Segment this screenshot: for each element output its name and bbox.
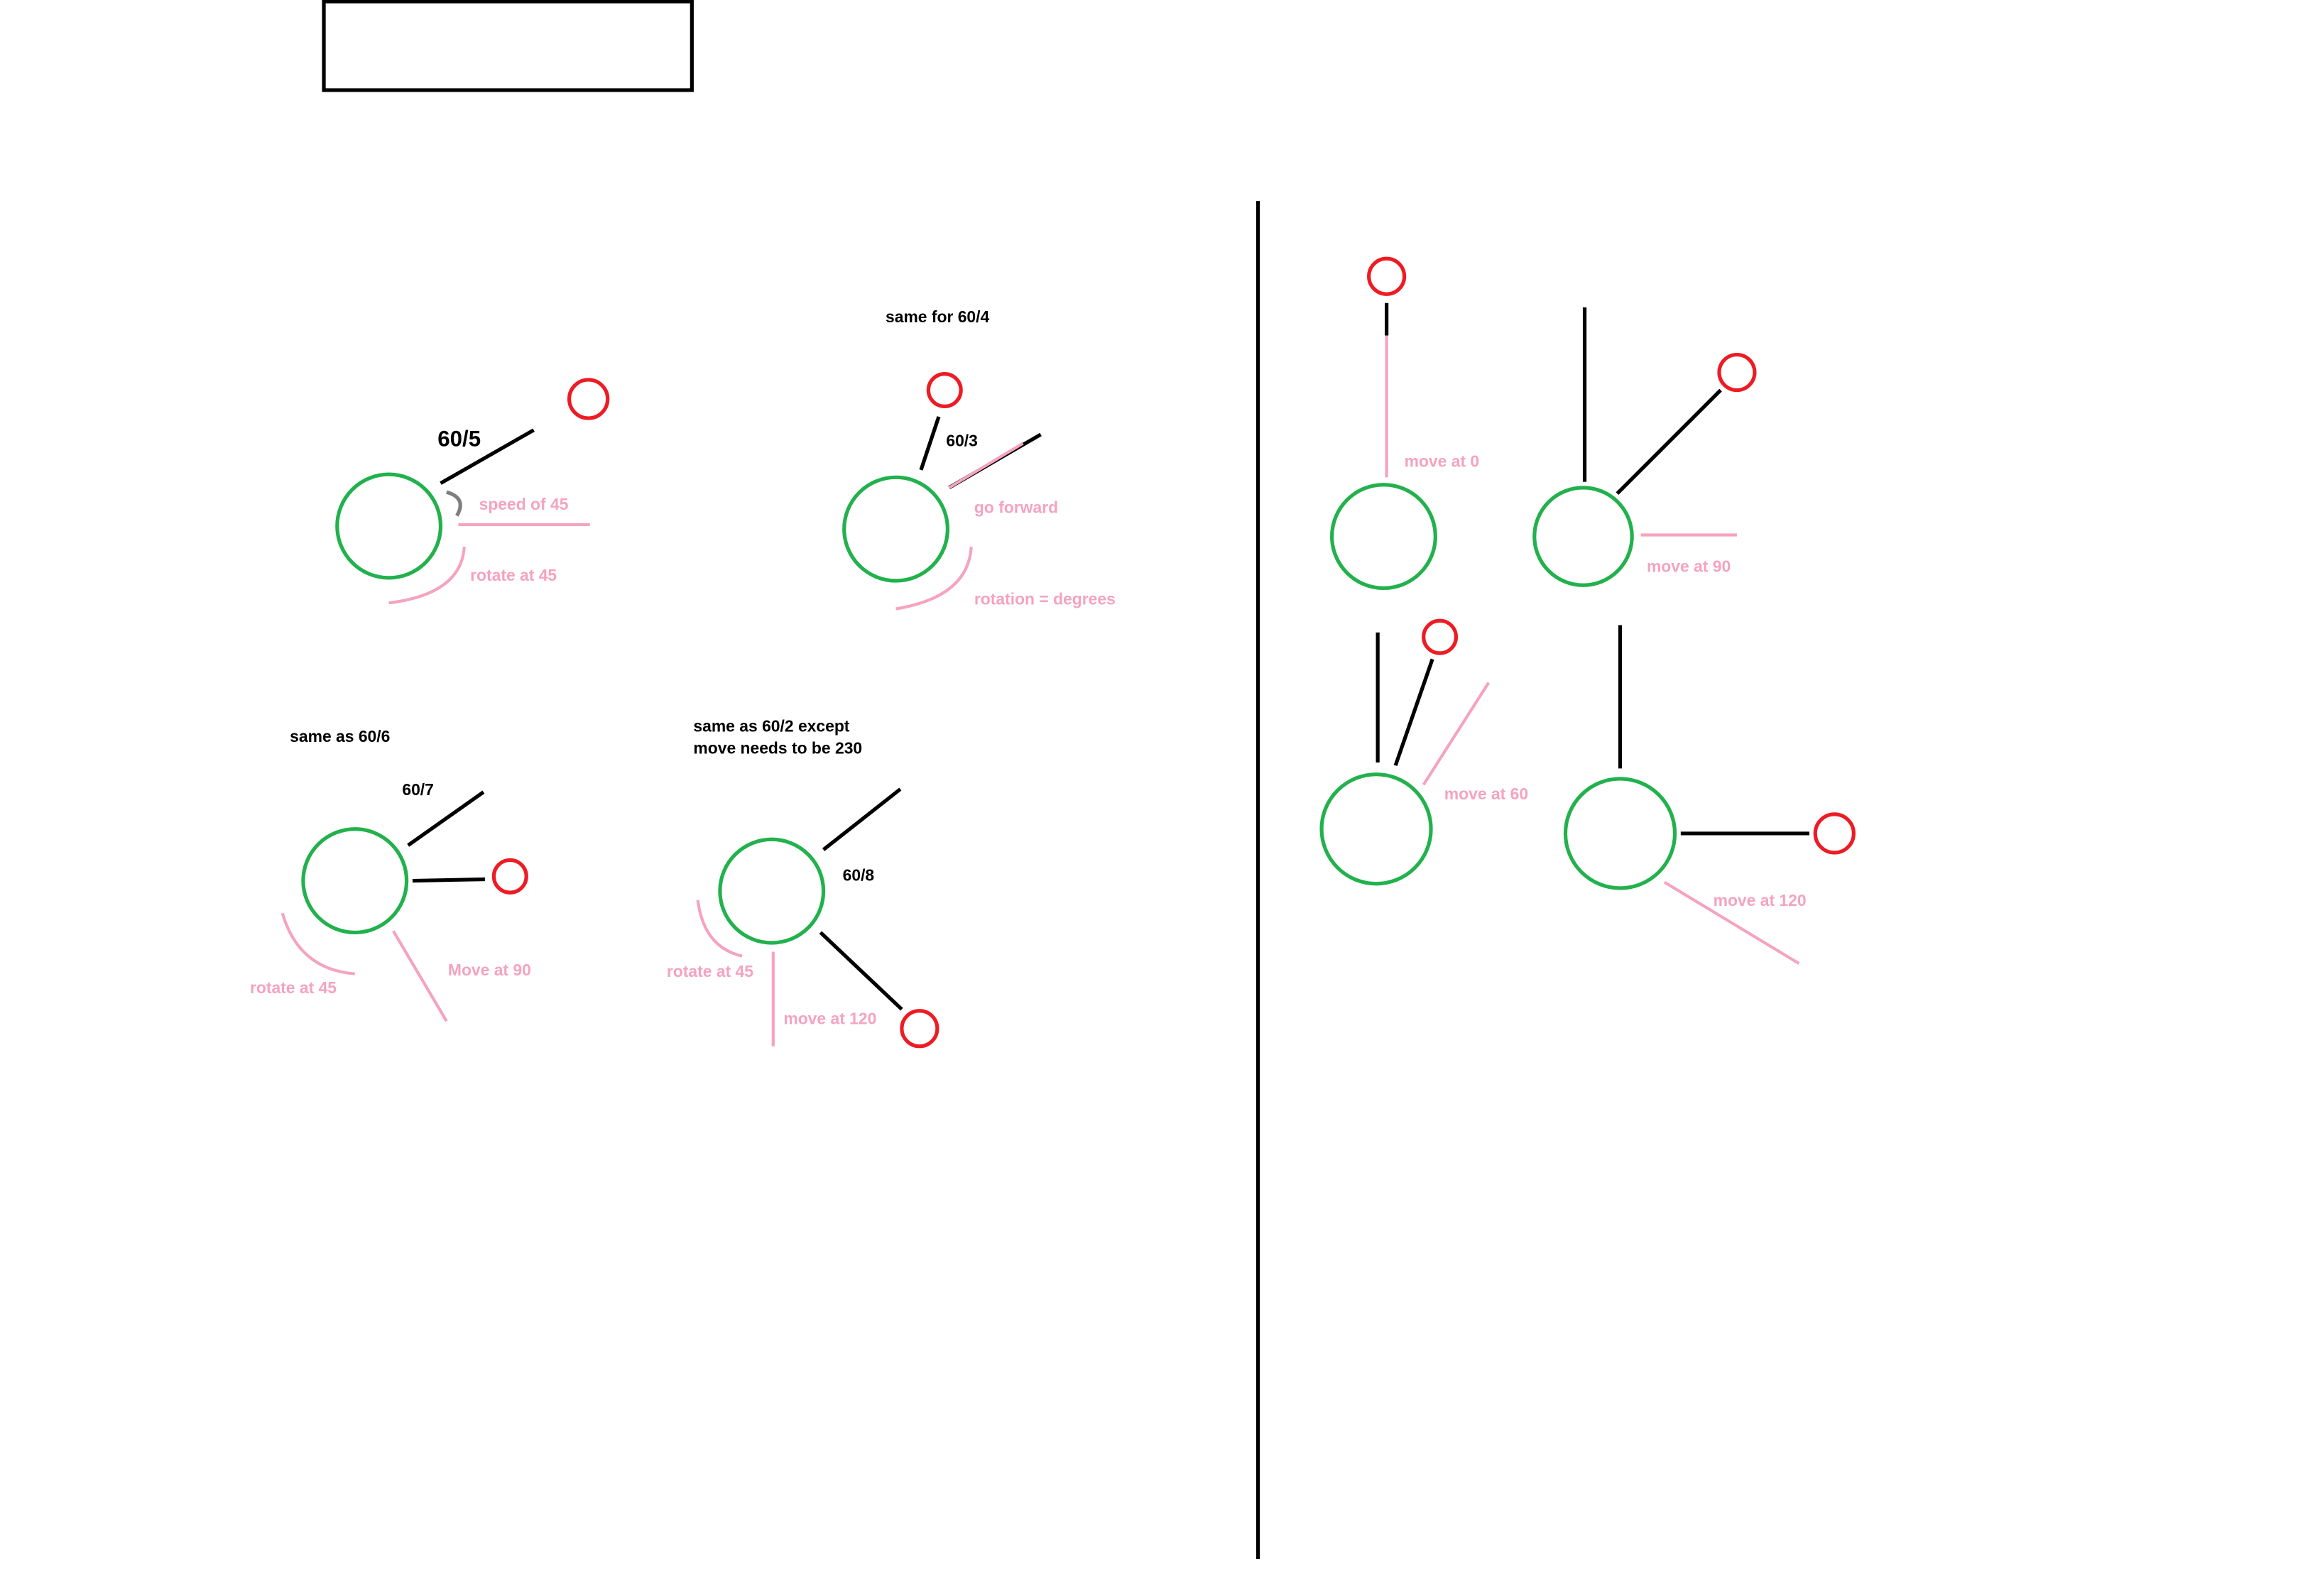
target-circle: [900, 1009, 939, 1049]
header-line-1: same as 60/2 except: [693, 716, 849, 735]
title-60-7: 60/7: [402, 780, 434, 799]
rotation-label: rotation = degrees: [974, 589, 1116, 608]
move-at-90-label: move at 90: [1647, 557, 1731, 576]
move-at-60-label: move at 60: [1444, 785, 1528, 803]
move-line: [392, 930, 448, 1022]
direction-line: [440, 428, 535, 485]
robot-circle: [1532, 486, 1634, 587]
speed-label: speed of 45: [479, 495, 569, 513]
rotate-label: rotate at 45: [250, 978, 337, 997]
robot-circle: [301, 827, 409, 935]
title-60-5: 60/5: [437, 427, 481, 452]
header-same-for-60-4: same for 60/4: [886, 307, 990, 326]
rotation-arc: [895, 547, 973, 611]
target-circle: [567, 378, 610, 420]
move-line: [1422, 682, 1491, 786]
move-label: move at 120: [783, 1009, 876, 1027]
forward-label: go forward: [974, 498, 1058, 516]
target-circle: [1813, 812, 1856, 855]
direction-line: [1393, 658, 1434, 767]
direction-line: [1616, 388, 1722, 496]
target-circle: [926, 372, 963, 409]
angle-arc: [445, 490, 462, 517]
robot-circle: [1563, 777, 1677, 890]
robot-circle: [1319, 772, 1433, 886]
direction-line: [919, 416, 941, 471]
target-circle: [1367, 256, 1407, 296]
reference-line: [822, 787, 902, 851]
header-line-2: move needs to be 230: [693, 739, 862, 758]
move-label: Move at 90: [448, 961, 531, 979]
rotate-arc: [388, 547, 466, 605]
robot-circle: [842, 475, 950, 583]
reference-line: [407, 790, 485, 847]
title-60-8: 60/8: [843, 866, 875, 885]
direction-line: [412, 877, 485, 883]
header-same-as-60-6: same as 60/6: [290, 727, 390, 745]
rotate-label: rotate at 45: [470, 566, 557, 584]
rotate-label: rotate at 45: [667, 962, 753, 980]
rotate-arc: [280, 912, 355, 975]
target-circle: [1422, 618, 1459, 655]
title-60-3: 60/3: [946, 432, 978, 450]
rotate-arc: [696, 900, 743, 958]
robot-circle: [335, 472, 443, 580]
move-at-120-label: move at 120: [1714, 891, 1807, 909]
target-circle: [1717, 352, 1757, 393]
empty-box: [322, 0, 694, 92]
robot-circle: [1330, 483, 1437, 591]
move-line: [1663, 880, 1800, 965]
forward-line: [948, 442, 1024, 489]
move-at-0-label: move at 0: [1405, 452, 1480, 471]
robot-circle: [718, 837, 826, 945]
direction-line: [819, 931, 903, 1011]
target-circle: [491, 858, 528, 895]
